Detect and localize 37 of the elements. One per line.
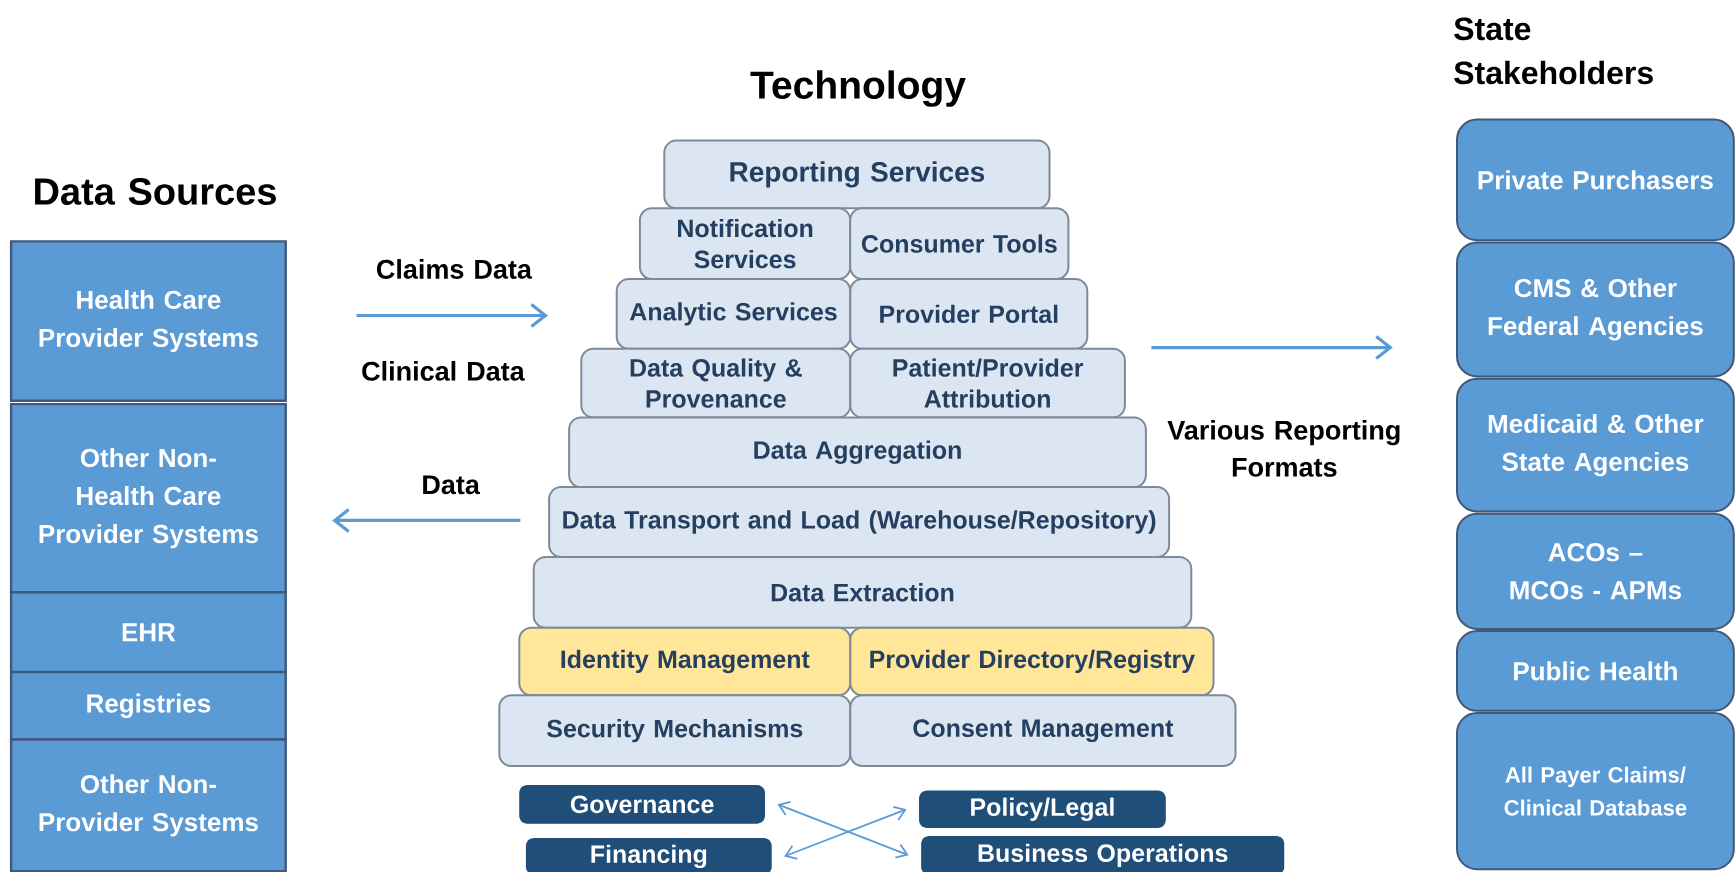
stakeholder-box: CMS & Other Federal Agencies [1456, 241, 1735, 378]
stakeholder-box: Private Purchasers [1456, 118, 1735, 242]
source-box: Health Care Provider Systems [9, 240, 287, 402]
flow-label: Clinical Data [362, 361, 525, 381]
source-box: Other Non-Provider Systems [9, 738, 287, 872]
stakeholder-box: Public Health [1456, 630, 1735, 712]
layer-box: Reporting Services [663, 139, 1051, 210]
heading: Data Sources [35, 178, 276, 205]
stakeholder-box: All Payer Claims/ Clinical Database [1456, 712, 1735, 871]
source-box: Registries [9, 670, 287, 741]
layer-box: Data Quality & Provenance [580, 347, 852, 419]
flow-label: Data [423, 475, 481, 495]
layer-box: Data Transport and Load (Warehouse/Repository) [548, 486, 1171, 558]
layer-box: Security Mechanisms [498, 694, 852, 768]
layer-box: Provider Directory/Registry [849, 626, 1215, 697]
stakeholder-box: Medicaid & Other State Agencies [1456, 377, 1735, 513]
source-box: EHR [9, 591, 287, 674]
stakeholder-box: ACOs – MCOs - APMs [1456, 512, 1735, 630]
layer-box: Notification Services [638, 207, 852, 280]
heading: State Stakeholders [1454, 17, 1653, 85]
flow-label: Various Reporting Formats [1167, 419, 1400, 477]
pillar-box: Business Operations [921, 835, 1285, 872]
layer-box: Analytic Services [615, 278, 852, 350]
layer-box: Data Aggregation [568, 416, 1147, 489]
double-arrow [777, 801, 909, 859]
layer-box: Consent Management [849, 694, 1237, 768]
flow-label: Claims Data [377, 259, 533, 279]
layer-box: Data Extraction [532, 555, 1193, 629]
layer-box: Patient/Provider Attribution [849, 347, 1126, 419]
heading: Technology [750, 70, 966, 107]
layer-box: Provider Portal [849, 278, 1089, 350]
layer-box: Identity Management [518, 626, 852, 697]
pillar-box: Financing [525, 838, 772, 872]
layer-box: Consumer Tools [849, 207, 1070, 280]
pillar-box: Policy/Legal [919, 790, 1166, 829]
pillar-box: Governance [519, 784, 765, 824]
double-arrow [784, 806, 907, 860]
